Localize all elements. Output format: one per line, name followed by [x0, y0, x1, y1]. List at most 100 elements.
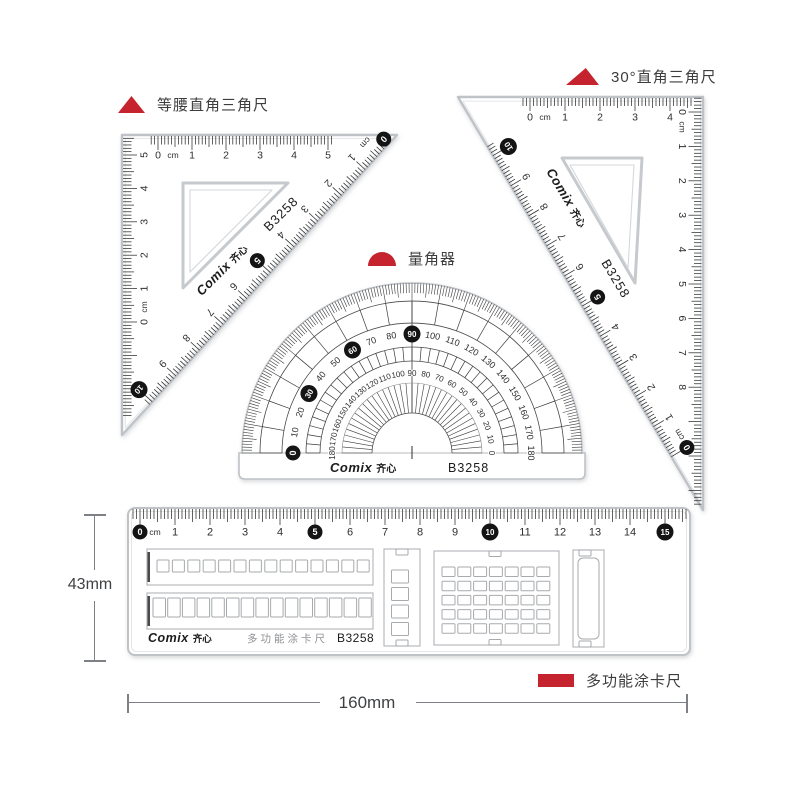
svg-text:cm: cm	[539, 112, 550, 122]
svg-text:10: 10	[486, 528, 495, 537]
svg-text:9: 9	[452, 527, 458, 539]
triangle-cutout	[560, 156, 644, 285]
svg-text:5: 5	[312, 527, 317, 537]
svg-text:7: 7	[382, 527, 388, 539]
callout-isosceles-label: 等腰直角三角尺	[157, 97, 270, 114]
svg-text:170: 170	[328, 431, 339, 446]
callout-protractor-label: 量角器	[408, 251, 457, 268]
svg-text:13: 13	[589, 527, 601, 539]
svg-text:5: 5	[592, 292, 603, 301]
svg-text:2: 2	[139, 252, 151, 258]
svg-text:4: 4	[277, 527, 283, 539]
svg-text:B3258: B3258	[337, 631, 374, 645]
svg-text:100: 100	[424, 330, 441, 342]
svg-text:cm: cm	[139, 301, 149, 312]
vertical-strip	[383, 548, 421, 647]
red-scalene-triangle-icon	[566, 68, 599, 85]
svg-text:0: 0	[137, 527, 142, 537]
svg-text:4: 4	[676, 247, 688, 253]
red-half-circle-icon	[368, 251, 396, 266]
dim-cap-bottom	[84, 660, 106, 662]
bubble-row-2	[146, 592, 374, 630]
svg-text:2: 2	[223, 150, 229, 162]
svg-text:10: 10	[485, 434, 496, 445]
svg-text:1: 1	[562, 112, 568, 124]
svg-text:5: 5	[676, 281, 688, 287]
dim-line-upper	[94, 516, 95, 570]
svg-text:11: 11	[519, 527, 530, 539]
svg-text:3: 3	[139, 219, 151, 225]
svg-text:B3258: B3258	[448, 461, 489, 475]
red-bar-icon	[538, 674, 574, 687]
svg-text:3: 3	[632, 112, 638, 124]
length-dimension-label: 160mm	[338, 693, 396, 712]
svg-text:多功能涂卡尺: 多功能涂卡尺	[247, 632, 328, 645]
svg-text:90: 90	[408, 369, 417, 378]
svg-text:100: 100	[391, 369, 406, 380]
left-scale: 0 1 2 3 4 5 cm	[123, 137, 152, 416]
svg-text:6: 6	[676, 315, 688, 321]
svg-text:180: 180	[526, 445, 536, 460]
svg-text:5: 5	[139, 152, 151, 158]
callout-isosceles: 等腰直角三角尺	[118, 94, 269, 115]
svg-text:1: 1	[139, 286, 151, 292]
callout-triangle30-label: 30°直角三角尺	[611, 69, 717, 86]
svg-text:2: 2	[207, 527, 213, 539]
svg-text:1: 1	[189, 150, 195, 162]
svg-text:2: 2	[597, 112, 603, 124]
svg-text:1: 1	[676, 143, 688, 149]
svg-text:20: 20	[294, 406, 307, 419]
svg-text:12: 12	[554, 527, 566, 539]
svg-text:3: 3	[242, 527, 248, 539]
svg-text:0: 0	[487, 451, 496, 456]
svg-text:4: 4	[139, 185, 151, 191]
slot-block	[572, 549, 605, 648]
dim-line-right	[416, 702, 686, 703]
svg-text:0: 0	[378, 134, 389, 144]
dim-line-left	[129, 702, 320, 703]
svg-text:90: 90	[408, 330, 417, 339]
svg-text:cm: cm	[678, 121, 688, 132]
svg-text:14: 14	[624, 527, 636, 539]
svg-text:0: 0	[676, 109, 688, 115]
svg-text:1: 1	[172, 527, 178, 539]
svg-text:2: 2	[676, 178, 688, 184]
svg-text:0: 0	[139, 319, 151, 325]
svg-text:8: 8	[417, 527, 423, 539]
top-scale: 0 1 2 3 4 cm	[522, 98, 692, 125]
svg-text:180: 180	[328, 446, 337, 460]
dim-cap-right	[686, 694, 688, 713]
svg-text:10: 10	[289, 427, 301, 439]
red-triangle-icon	[118, 96, 145, 113]
svg-text:0: 0	[527, 112, 533, 124]
svg-text:cm: cm	[167, 150, 178, 160]
bubble-row-1	[146, 548, 374, 586]
dim-line-lower	[94, 601, 95, 660]
svg-text:80: 80	[386, 330, 398, 342]
svg-text:4: 4	[291, 150, 297, 162]
callout-card-ruler-label: 多功能涂卡尺	[586, 673, 683, 690]
callout-triangle30: 30°直角三角尺	[566, 66, 717, 87]
svg-text:70: 70	[365, 335, 378, 348]
triangle-cutout	[181, 181, 290, 290]
svg-text:0: 0	[155, 150, 161, 162]
callout-card-ruler: 多功能涂卡尺	[538, 670, 682, 691]
svg-text:170: 170	[523, 424, 535, 441]
dim-cap-left	[127, 694, 129, 713]
svg-text:4: 4	[667, 112, 673, 124]
svg-text:5: 5	[252, 255, 263, 265]
svg-text:0: 0	[681, 443, 692, 452]
svg-text:0: 0	[288, 450, 298, 455]
svg-text:8: 8	[676, 384, 688, 390]
svg-text:7: 7	[676, 350, 688, 356]
grid-block	[433, 550, 560, 646]
